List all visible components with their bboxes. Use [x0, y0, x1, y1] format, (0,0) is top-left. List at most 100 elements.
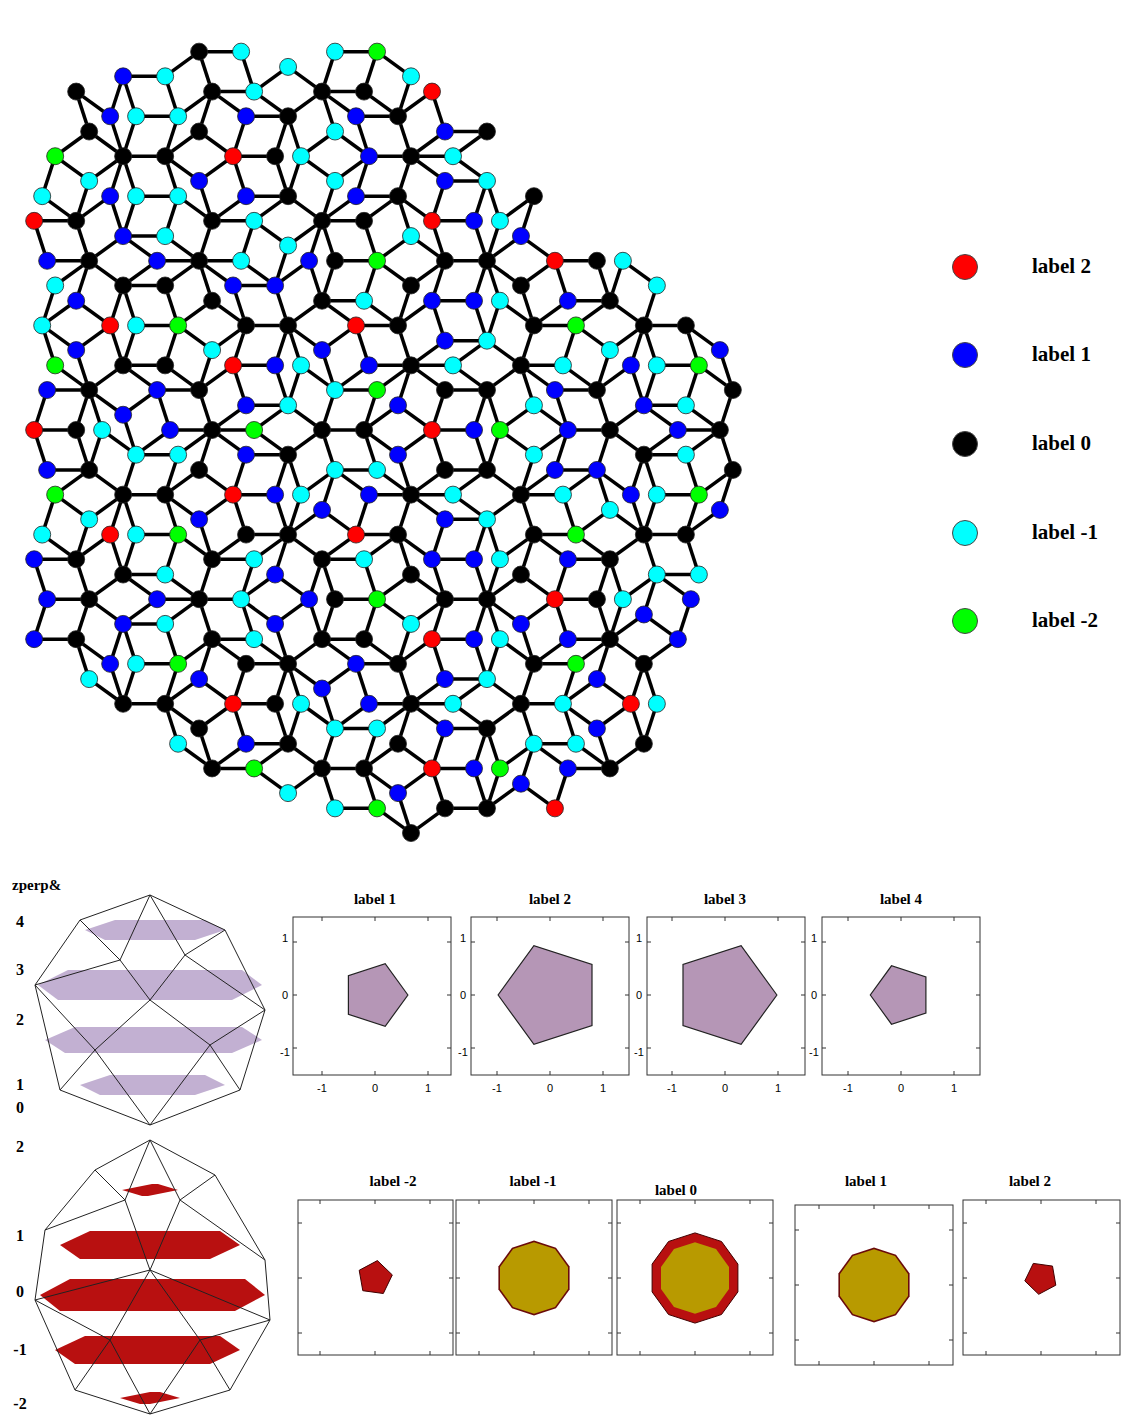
tiling-vertex [512, 277, 529, 294]
tick-mark [976, 995, 980, 996]
tiling-vertex [246, 551, 263, 568]
tick-mark [550, 1071, 551, 1075]
window-pentagon [870, 966, 926, 1024]
tiling-vertex [614, 591, 631, 608]
tick-label: 1 [811, 932, 817, 944]
polyhedron-edge [210, 1045, 240, 1090]
tiling-vertex [690, 566, 707, 583]
tick-mark [929, 1205, 930, 1209]
tiling-vertex [567, 526, 584, 543]
tiling-vertex [115, 68, 132, 85]
panel-title: label -1 [509, 1173, 556, 1190]
tiling-vertex [280, 655, 297, 672]
tiling-vertex [314, 83, 331, 100]
tiling-vertex [491, 631, 508, 648]
tick-mark [750, 1351, 751, 1355]
axis-number: 1 [16, 1227, 24, 1245]
tiling-vertex [246, 212, 263, 229]
tiling-vertex [478, 332, 495, 349]
tick-mark [640, 1200, 641, 1204]
tiling-vertex [314, 212, 331, 229]
tiling-vertex [280, 735, 297, 752]
tiling-vertex [102, 317, 119, 334]
tiling-vertex [115, 228, 132, 245]
polyhedron-edge [150, 1340, 200, 1414]
tick-label: 1 [775, 1082, 781, 1094]
window-pentagon [359, 1261, 392, 1294]
polyhedron-slice [40, 1279, 265, 1311]
panel-title: label 2 [1009, 1173, 1051, 1190]
tiling-vertex [191, 720, 208, 737]
tick-mark [471, 942, 475, 943]
legend-swatch [952, 520, 978, 546]
tiling-vertex [102, 526, 119, 543]
tiling-vertex [424, 551, 441, 568]
tick-mark [963, 1223, 967, 1224]
polyhedron-edge [150, 1200, 180, 1270]
tiling-vertex [204, 342, 221, 359]
panel-title: label 0 [655, 1182, 697, 1199]
tiling-vertex [588, 461, 605, 478]
tiling-vertex [128, 317, 145, 334]
tiling-vertex [648, 277, 665, 294]
polyhedron-outline [35, 1140, 270, 1414]
tiling-vertex [191, 671, 208, 688]
tiling-vertex [491, 292, 508, 309]
tick-mark [769, 1223, 773, 1224]
tick-mark [449, 1278, 453, 1279]
window-pentagon [498, 946, 592, 1045]
tiling-vertex [445, 357, 462, 374]
tiling-vertex [191, 461, 208, 478]
tiling-vertex [26, 551, 43, 568]
tiling-vertex [225, 357, 242, 374]
tiling-vertex [348, 655, 365, 672]
panel-title: label 2 [529, 891, 571, 908]
tiling-vertex [128, 188, 145, 205]
tiling-vertex [648, 695, 665, 712]
polyhedron-edge [210, 1010, 265, 1045]
tiling-vertex [466, 422, 483, 439]
tick-label: 0 [282, 989, 288, 1001]
tick-mark [874, 1205, 875, 1209]
tick-label: 0 [460, 989, 466, 1001]
polyhedron-edge [95, 1000, 150, 1050]
tiling-vertex [81, 461, 98, 478]
tiling-vertex [711, 342, 728, 359]
tick-mark [750, 1200, 751, 1204]
tick-mark [375, 917, 376, 921]
tiling-vertex [293, 357, 310, 374]
polyhedron-edge [125, 1200, 150, 1270]
tick-mark [778, 917, 779, 921]
tick-mark [963, 1278, 967, 1279]
tick-mark [949, 1230, 953, 1231]
polyhedron-edge [110, 1340, 150, 1414]
tiling-vertex [157, 228, 174, 245]
panel-title: label 1 [845, 1173, 887, 1190]
tiling-vertex [327, 720, 344, 737]
tiling-vertex [403, 228, 420, 245]
tick-mark [471, 995, 475, 996]
plot-frame [456, 1200, 612, 1355]
tiling-vertex [327, 172, 344, 189]
tiling-vertex [348, 526, 365, 543]
plot-frame [293, 917, 451, 1075]
tick-mark [795, 1285, 799, 1286]
tiling-vertex [436, 671, 453, 688]
polyhedron-edge [180, 1200, 265, 1260]
tiling-vertex [677, 526, 694, 543]
tiling-vertex [267, 566, 284, 583]
tiling-vertex [601, 501, 618, 518]
tiling-vertex [424, 212, 441, 229]
tiling-vertex [170, 735, 187, 752]
tiling-vertex [149, 382, 166, 399]
legend-swatch [952, 342, 978, 368]
tiling-vertex [314, 422, 331, 439]
tiling-vertex [525, 397, 542, 414]
tiling-vertex [436, 720, 453, 737]
tick-label: 1 [282, 932, 288, 944]
tick-label: -1 [317, 1082, 327, 1094]
tick-mark [625, 942, 629, 943]
polyhedron-edge [60, 1050, 95, 1090]
tiling-vertex [162, 422, 179, 439]
tiling-vertex [293, 486, 310, 503]
